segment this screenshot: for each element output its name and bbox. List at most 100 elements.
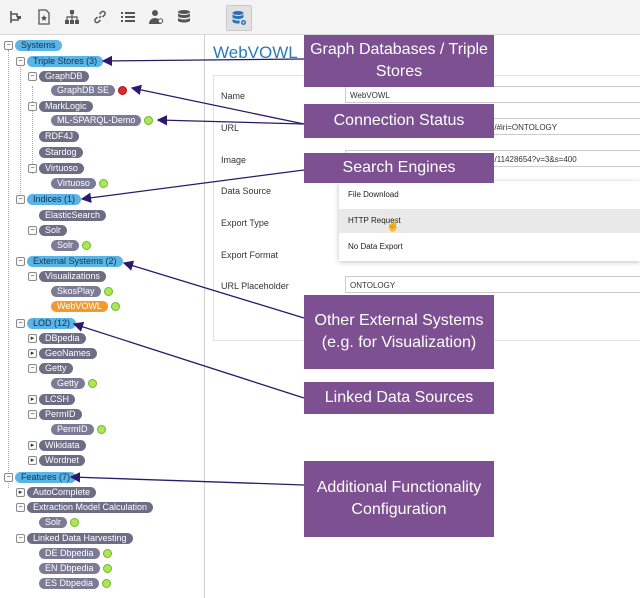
link-icon[interactable] (88, 5, 112, 29)
tree-node-de-dbpedia[interactable]: DE Dbpedia (39, 547, 112, 559)
page-title: WebVOWL (213, 43, 298, 62)
system-tree-panel: −Systems −Triple Stores (3) −GraphDB Gra… (0, 35, 205, 598)
collapse-icon[interactable]: − (16, 256, 25, 266)
tree-node-graphdb[interactable]: −GraphDB (28, 70, 89, 82)
status-ok-icon (98, 178, 108, 188)
tree-node-webvowl[interactable]: WebVOWL (51, 300, 120, 312)
callout-external-systems: Other External Systems (e.g. for Visuali… (304, 295, 494, 369)
collapse-icon[interactable]: − (16, 502, 25, 512)
status-ok-icon (144, 115, 154, 125)
tree-node-ld-harvesting[interactable]: −Linked Data Harvesting (16, 532, 133, 544)
database-icon[interactable] (172, 5, 196, 29)
url-placeholder-input[interactable]: ONTOLOGY (345, 276, 640, 293)
tree-node-virtuoso-leaf[interactable]: Virtuoso (51, 177, 108, 189)
tree-node-external-systems[interactable]: −External Systems (2) (16, 255, 123, 267)
toolbar (0, 0, 640, 35)
tree-node-graphdb-se[interactable]: GraphDB SE (51, 84, 128, 96)
database-settings-icon[interactable] (226, 5, 252, 31)
data-source-label: Data Source (221, 186, 272, 196)
tree-node-en-dbpedia[interactable]: EN Dbpedia (39, 562, 112, 574)
name-input[interactable]: WebVOWL (345, 86, 640, 103)
tree-node-ml-sparql-demo[interactable]: ML-SPARQL-Demo (51, 114, 154, 126)
tree-node-features[interactable]: −Features (7) (4, 471, 77, 483)
collapse-icon[interactable]: − (28, 363, 37, 373)
tree-node-lod[interactable]: −LOD (12) (16, 317, 77, 329)
collapse-icon[interactable]: − (28, 101, 37, 111)
collapse-icon[interactable]: − (28, 71, 37, 81)
status-ok-icon (102, 578, 112, 588)
expand-icon[interactable]: ▸ (28, 455, 37, 465)
hierarchy-icon[interactable] (4, 5, 28, 29)
collapse-icon[interactable]: − (28, 271, 37, 281)
export-type-label: Export Type (221, 218, 269, 228)
expand-icon[interactable]: ▸ (28, 440, 37, 450)
tree-node-extraction-solr[interactable]: Solr (39, 516, 80, 528)
status-ok-icon (96, 424, 106, 434)
url-label: URL (221, 123, 240, 133)
tree-node-permid-leaf[interactable]: PermID (51, 423, 106, 435)
tree-node-visualizations[interactable]: −Visualizations (28, 270, 106, 282)
callout-additional-functionality: Additional Functionality Configuration (304, 461, 494, 537)
callout-linked-data-sources: Linked Data Sources (304, 382, 494, 414)
tree-node-indices[interactable]: −Indices (1) (16, 193, 82, 205)
collapse-icon[interactable]: − (16, 194, 25, 204)
collapse-icon[interactable]: − (28, 225, 37, 235)
org-chart-icon[interactable] (60, 5, 84, 29)
tree-node-systems[interactable]: −Systems (4, 39, 62, 51)
tree-node-es-dbpedia[interactable]: ES Dbpedia (39, 577, 112, 589)
export-format-label: Export Format (221, 250, 279, 260)
collapse-icon[interactable]: − (16, 56, 25, 66)
user-settings-icon[interactable] (144, 5, 168, 29)
collapse-icon[interactable]: − (16, 318, 25, 328)
list-icon[interactable] (116, 5, 140, 29)
dropdown-option-no-data-export[interactable]: No Data Export (348, 242, 403, 251)
tree-node-rdf4j[interactable]: RDF4J (39, 130, 80, 142)
tree-node-wikidata[interactable]: ▸Wikidata (28, 439, 86, 451)
tree-node-extraction-model[interactable]: −Extraction Model Calculation (16, 501, 154, 513)
name-label: Name (221, 91, 246, 101)
collapse-icon[interactable]: − (4, 472, 13, 482)
collapse-icon[interactable]: − (28, 163, 37, 173)
tree-node-getty[interactable]: −Getty (28, 362, 73, 374)
tree-node-marklogic[interactable]: −MarkLogic (28, 100, 93, 112)
star-document-icon[interactable] (32, 5, 56, 29)
expand-icon[interactable]: ▸ (28, 348, 37, 358)
status-ok-icon (102, 548, 112, 558)
status-ok-icon (70, 517, 80, 527)
status-ok-icon (87, 378, 97, 388)
callout-connection-status: Connection Status (304, 104, 494, 138)
export-type-dropdown[interactable]: File Download HTTP Request ☝ No Data Exp… (339, 181, 640, 261)
tree-node-wordnet[interactable]: ▸Wordnet (28, 454, 85, 466)
tree-node-lcsh[interactable]: ▸LCSH (28, 393, 76, 405)
collapse-icon[interactable]: − (4, 40, 13, 50)
callout-graph-databases: Graph Databases / Triple Stores (304, 35, 494, 87)
collapse-icon[interactable]: − (28, 409, 37, 419)
status-ok-icon (103, 286, 113, 296)
expand-icon[interactable]: ▸ (28, 333, 37, 343)
tree-node-solr-leaf[interactable]: Solr (51, 239, 92, 251)
tree-node-solr[interactable]: −Solr (28, 224, 68, 236)
tree-node-permid[interactable]: −PermID (28, 408, 82, 420)
image-label: Image (221, 155, 247, 165)
tree-node-getty-leaf[interactable]: Getty (51, 377, 97, 389)
status-ok-icon (102, 563, 112, 573)
tree-node-skosplay[interactable]: SkosPlay (51, 285, 113, 297)
tree-node-dbpedia[interactable]: ▸DBpedia (28, 332, 86, 344)
dropdown-option-file-download[interactable]: File Download (348, 190, 399, 199)
tree-node-virtuoso[interactable]: −Virtuoso (28, 162, 84, 174)
tree-node-triple-stores[interactable]: −Triple Stores (3) (16, 55, 104, 67)
expand-icon[interactable]: ▸ (16, 487, 25, 497)
tree-node-stardog[interactable]: Stardog (39, 146, 83, 158)
tree-node-geonames[interactable]: ▸GeoNames (28, 347, 97, 359)
status-error-icon (118, 85, 128, 95)
callout-search-engines: Search Engines (304, 153, 494, 183)
collapse-icon[interactable]: − (16, 533, 25, 543)
tree-node-elasticsearch[interactable]: ElasticSearch (39, 209, 107, 221)
url-placeholder-label: URL Placeholder (221, 281, 289, 291)
hand-cursor-icon: ☝ (386, 220, 400, 232)
dropdown-option-http-request[interactable]: HTTP Request ☝ (339, 209, 640, 233)
tree-node-autocomplete[interactable]: ▸AutoComplete (16, 486, 97, 498)
status-ok-icon (110, 301, 120, 311)
expand-icon[interactable]: ▸ (28, 394, 37, 404)
status-ok-icon (82, 240, 92, 250)
